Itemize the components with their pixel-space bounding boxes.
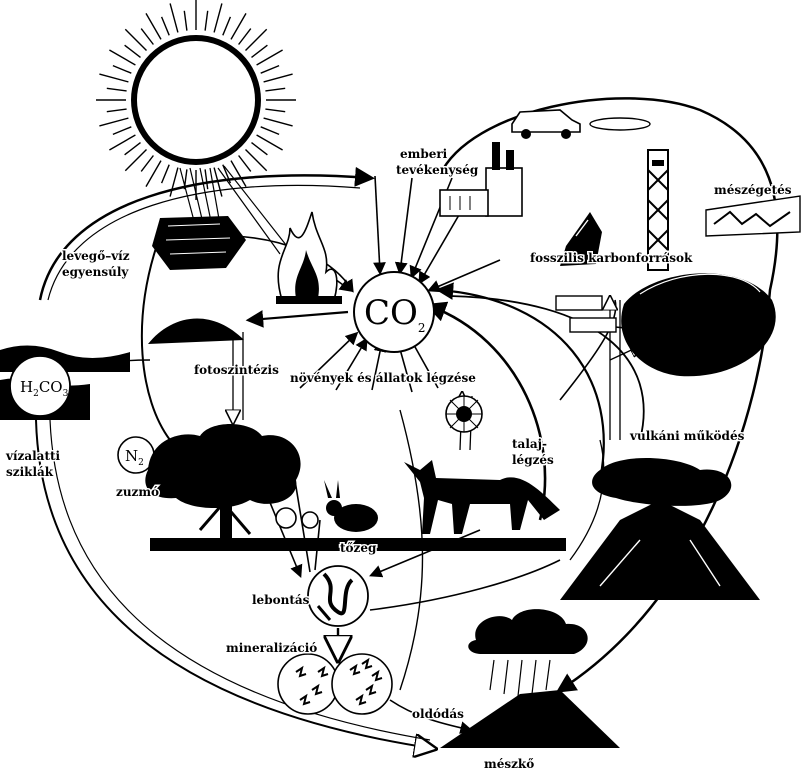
- sun-ray: [109, 135, 135, 150]
- sun-ray: [170, 168, 178, 197]
- sun-ray: [257, 50, 283, 65]
- dark-hill-icon: [148, 318, 244, 344]
- sun-ray: [146, 13, 161, 39]
- label-human-2: tevékenység: [396, 163, 479, 177]
- svg-text:CO2: CO2: [364, 293, 426, 335]
- label-underwater-2: sziklák: [6, 465, 54, 479]
- volcano-icon: [560, 458, 760, 600]
- h2co3-b-sub: 3: [63, 389, 69, 399]
- pipe-icon: [556, 296, 616, 332]
- label-air-water-2: egyensúly: [62, 265, 129, 279]
- sun-ray: [109, 50, 135, 65]
- label-volcanic: vulkáni működés: [629, 429, 745, 443]
- sun-ray: [113, 66, 131, 74]
- label-limestone-burning: mészégetés: [714, 183, 792, 197]
- car-icon: [512, 110, 650, 139]
- sun-ray: [231, 161, 246, 187]
- sun-ray: [113, 127, 131, 135]
- sun-ray: [99, 74, 128, 82]
- label-limestone: mészkő: [484, 757, 534, 771]
- sun-ray: [264, 74, 293, 82]
- sun-ray: [252, 45, 268, 57]
- sun-ray: [107, 109, 127, 112]
- limestone-hill-icon: [440, 690, 620, 748]
- sun-ray: [265, 109, 285, 112]
- sun-ray: [125, 143, 141, 155]
- sun-ray: [107, 88, 127, 91]
- co2-node: CO2: [354, 272, 434, 352]
- sun-ray: [184, 11, 187, 31]
- fox-icon: [404, 460, 560, 534]
- decomposition-circle: [308, 566, 368, 626]
- sun-ray: [265, 88, 285, 91]
- sun-ray: [125, 45, 141, 57]
- h2co3-a: H: [20, 378, 33, 396]
- sun-ray: [257, 135, 283, 150]
- sun-ray: [239, 29, 251, 45]
- sun-ray: [231, 13, 246, 39]
- n2-a: N: [125, 447, 138, 465]
- h2co3-b: CO: [39, 378, 63, 396]
- label-mineralization: mineralizáció: [226, 641, 317, 655]
- sun-ray: [205, 11, 208, 31]
- sun-ray: [141, 29, 153, 45]
- h2co3-molecule: H2CO3: [10, 356, 70, 416]
- label-human-1: emberi: [400, 147, 448, 161]
- label-soil-resp-1: talaj-: [512, 437, 547, 451]
- sun-ray: [223, 17, 231, 35]
- label-decomposition: lebontás: [252, 593, 310, 607]
- sun-ray: [264, 118, 293, 126]
- fire-icon: [276, 212, 342, 304]
- sun-ray: [141, 156, 153, 172]
- dark-hill-icon: [621, 273, 776, 376]
- co2-main: CO: [364, 293, 418, 333]
- sun-ray: [162, 17, 170, 35]
- svg-text:H2CO3: H2CO3: [20, 378, 69, 399]
- sun-ray: [239, 156, 251, 172]
- sun-ray: [261, 127, 279, 135]
- label-air-water-1: levegő–víz: [62, 249, 130, 263]
- sun-ray: [252, 143, 268, 155]
- label-underwater-1: vízalatti: [5, 449, 61, 463]
- sun-ray: [162, 165, 170, 183]
- bacteria-icon: [446, 396, 482, 432]
- sun-ray: [214, 3, 222, 32]
- label-photosynthesis: fotoszintézis: [194, 363, 279, 377]
- label-respiration: növények és állatok légzése: [290, 371, 476, 385]
- sun-ray: [99, 118, 128, 126]
- sun-ray: [170, 3, 178, 32]
- label-fossil: fosszilis karbonforrások: [530, 251, 693, 265]
- label-peat: tőzeg: [340, 541, 377, 555]
- n2-a-sub: 2: [138, 458, 144, 468]
- label-precipitation: oldódás: [412, 707, 464, 721]
- sun-ray: [205, 169, 208, 189]
- coal-chunk-icon: [152, 216, 246, 270]
- sun-ray: [261, 66, 279, 74]
- label-soil-resp-2: légzés: [512, 453, 554, 467]
- co2-sub: 2: [418, 321, 426, 335]
- limestone-kiln-icon: [706, 196, 800, 236]
- label-lichen: zuzmó: [116, 485, 159, 499]
- sun-ray: [146, 161, 161, 187]
